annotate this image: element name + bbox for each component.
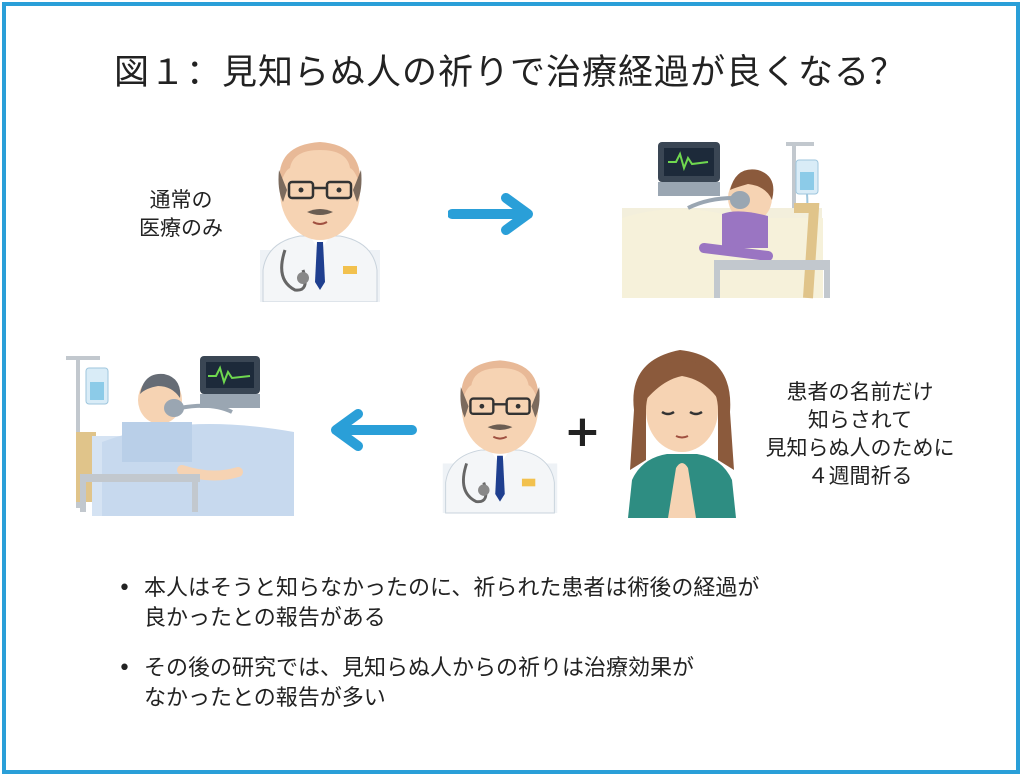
patient-in-bed-icon: [622, 142, 830, 299]
bullet-line: 本人はそうと知らなかったのに、祈られた患者は術後の経過が: [144, 576, 760, 601]
bullet-line: その後の研究では、見知らぬ人からの祈りは治療効果が: [144, 656, 695, 681]
usual-care-label-line: 医療のみ: [139, 216, 223, 240]
prayer-label-line: ４週間祈る: [807, 464, 913, 488]
praying-woman-icon: [628, 350, 736, 518]
arrow-left-icon: [331, 409, 417, 451]
bullet-marker: •: [118, 576, 131, 601]
bullet-list: • 本人はそうと知らなかったのに、祈られた患者は術後の経過が 良かったとの報告が…: [118, 574, 938, 734]
prayer-label-line: 知らされて: [807, 408, 913, 432]
doctor-icon: [442, 360, 558, 514]
bullet-line: なかったとの報告が多い: [144, 686, 386, 711]
bullet-line: 良かったとの報告がある: [144, 606, 386, 631]
prayer-label: 患者の名前だけ 知らされて 見知らぬ人のために ４週間祈る: [744, 378, 976, 490]
bullet-item: • 本人はそうと知らなかったのに、祈られた患者は術後の経過が 良かったとの報告が…: [118, 574, 938, 634]
bullet-item: • その後の研究では、見知らぬ人からの祈りは治療効果が なかったとの報告が多い: [118, 654, 938, 714]
plus-sign: +: [564, 406, 601, 457]
prayer-label-line: 患者の名前だけ: [786, 380, 934, 404]
figure-title: 図１：見知らぬ人の祈りで治療経過が良くなる？: [113, 53, 906, 93]
usual-care-label: 通常の 医療のみ: [116, 186, 246, 242]
arrow-right-icon: [448, 193, 533, 235]
prayer-label-line: 見知らぬ人のために: [765, 436, 955, 460]
doctor-icon: [260, 142, 380, 302]
bullet-marker: •: [118, 656, 131, 681]
patient-in-bed-icon: [66, 356, 294, 516]
usual-care-label-line: 通常の: [149, 188, 213, 212]
